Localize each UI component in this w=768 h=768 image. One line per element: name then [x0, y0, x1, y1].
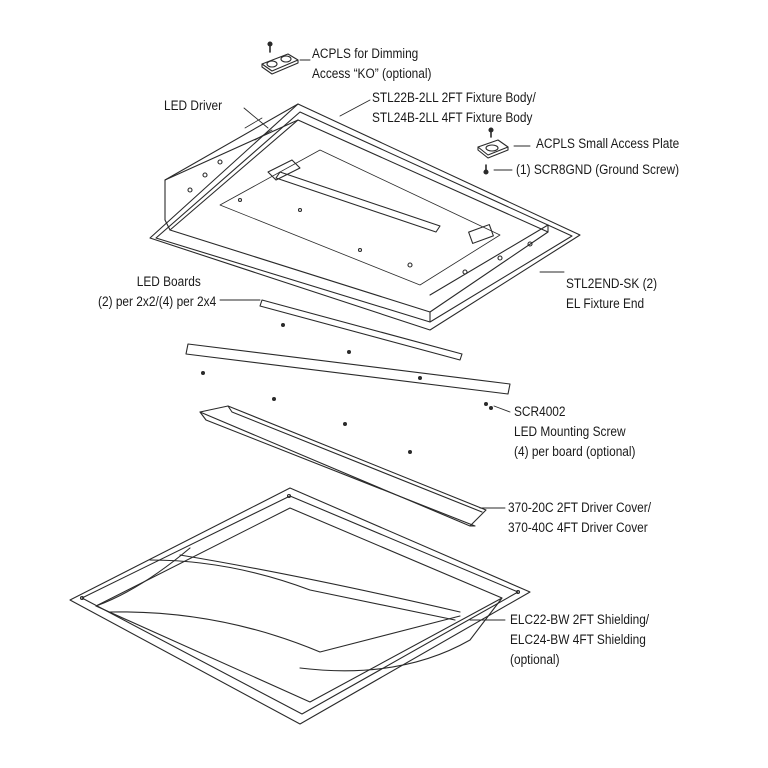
- fixture-end-label: STL2END-SK (2)EL Fixture End: [566, 276, 658, 311]
- ground-screw: [483, 164, 489, 175]
- driver-cover: [199, 405, 487, 527]
- led-boards-label: LED Boards(2) per 2x2/(4) per 2x4: [98, 274, 217, 309]
- led-board-top: [259, 299, 463, 361]
- shielding: [69, 487, 531, 725]
- acpls-small-label: ACPLS Small Access Plate: [536, 136, 680, 151]
- mounting-screws: [201, 323, 493, 454]
- led-driver-label: LED Driver: [164, 98, 223, 113]
- leader-lines: [219, 59, 565, 621]
- acpls-dimming-plate: [261, 41, 299, 75]
- led-board-bottom: [185, 343, 511, 395]
- ground-screw-label: (1) SCR8GND (Ground Screw): [516, 162, 680, 177]
- shielding-label: ELC22-BW 2FT Shielding/ELC24-BW 4FT Shie…: [510, 612, 650, 667]
- driver-cover-label: 370-20C 2FT Driver Cover/370-40C 4FT Dri…: [508, 500, 652, 535]
- fixture-body-label: STL22B-2LL 2FT Fixture Body/STL24B-2LL 4…: [372, 90, 536, 125]
- acpls-small-plate: [477, 127, 509, 159]
- fixture-body: [149, 103, 581, 331]
